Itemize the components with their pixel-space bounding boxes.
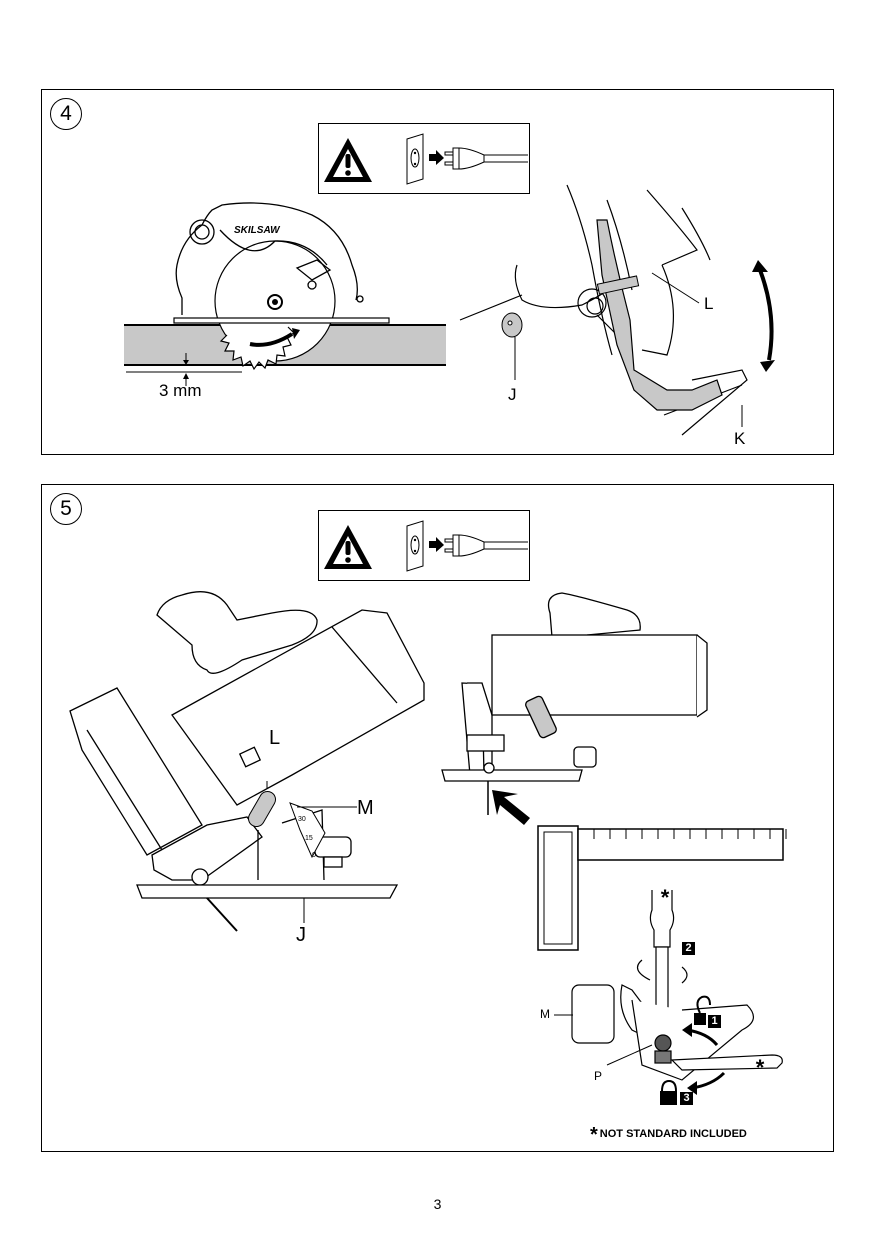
tilted-saw — [69, 591, 425, 932]
bevel-scale — [289, 802, 326, 859]
scale-mark-0: 0 — [312, 852, 316, 859]
warning-triangle-icon — [324, 138, 372, 182]
knob-j — [501, 312, 523, 338]
scale-mark-30: 30 — [298, 816, 306, 823]
figure-4-panel: 4 — [41, 89, 834, 455]
step-badge-1: 1 — [708, 1015, 721, 1028]
ruler-ticks — [593, 829, 787, 839]
asterisk-mark: * — [756, 1055, 765, 1080]
depth-lever — [596, 219, 723, 411]
plug-icon — [444, 534, 528, 557]
front-view-saw — [441, 592, 708, 815]
label-j: J — [508, 385, 517, 404]
figure-number: 4 — [50, 98, 82, 130]
depth-adjust-drawing — [459, 184, 748, 436]
unplug-warning-box — [318, 510, 530, 581]
saw-cut-depth-drawing: SKILSAW — [124, 184, 775, 436]
double-arrow-icon — [758, 269, 774, 361]
wall-socket-icon — [406, 520, 424, 572]
screwdriver-detail — [571, 890, 783, 1081]
arrow-right-icon — [429, 537, 444, 552]
footnote: *NOT STANDARD INCLUDED — [590, 1124, 747, 1147]
page-number: 3 — [433, 1196, 442, 1212]
plug-icon — [444, 147, 528, 170]
asterisk-icon: * — [590, 1124, 598, 1146]
label-l: L — [269, 727, 281, 749]
label-m-detail: M — [540, 1007, 550, 1021]
unplug-warning-box — [318, 123, 530, 194]
label-m: M — [357, 797, 374, 819]
base-plate — [173, 317, 390, 324]
label-p: P — [594, 1069, 603, 1083]
unlock-icon — [694, 995, 711, 1025]
footnote-text: NOT STANDARD INCLUDED — [599, 1128, 747, 1140]
bevel-adjust-drawings: 30 15 0 — [69, 591, 787, 1105]
lock-icon — [660, 1079, 677, 1105]
arrow-right-icon — [429, 150, 444, 165]
saw-housing — [175, 202, 364, 315]
warning-triangle-icon — [324, 525, 372, 569]
try-square — [537, 825, 784, 951]
asterisk-mark: * — [661, 885, 670, 910]
label-j: J — [296, 924, 306, 946]
label-k: K — [734, 429, 746, 448]
wall-socket-icon — [406, 133, 424, 185]
figure-5-panel: 5 — [41, 484, 834, 1152]
label-l: L — [704, 294, 714, 313]
figure-number: 5 — [50, 493, 82, 525]
bevel-knob-l — [248, 790, 276, 828]
arrow-pointer-icon — [492, 790, 530, 825]
brand-logo: SKILSAW — [234, 225, 281, 236]
scale-mark-15: 15 — [305, 835, 313, 842]
dimension-label: 3 mm — [159, 381, 202, 400]
step-badge-2: 2 — [682, 942, 695, 955]
step-badge-3: 3 — [680, 1092, 693, 1105]
saw-blade — [214, 240, 336, 371]
